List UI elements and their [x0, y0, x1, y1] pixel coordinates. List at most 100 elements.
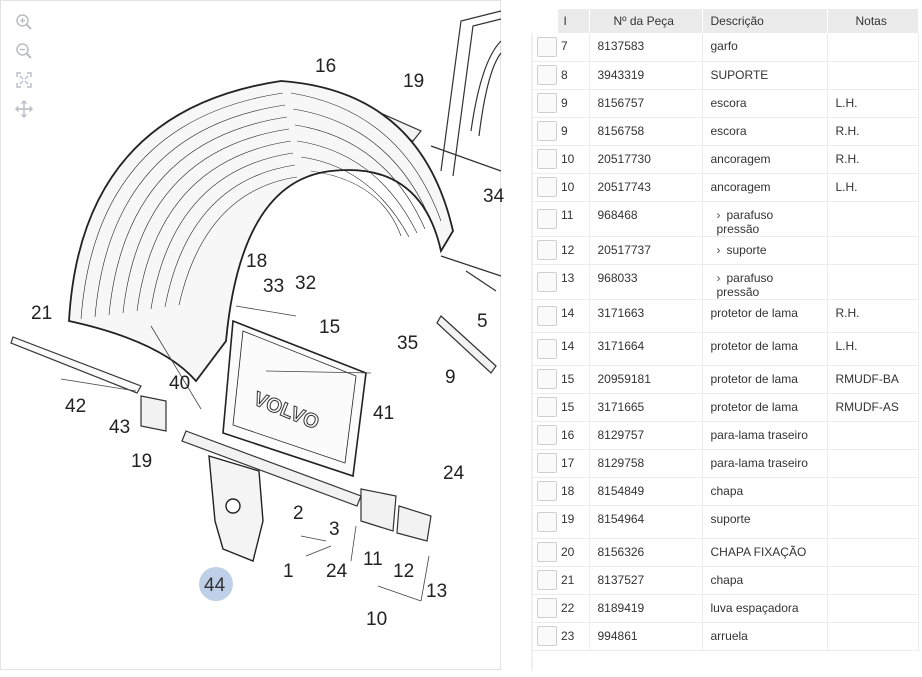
notes-cell: L.H. — [827, 89, 919, 118]
header-notes[interactable]: Notas — [827, 9, 919, 33]
row-checkbox[interactable] — [537, 271, 557, 292]
row-checkbox-cell — [531, 201, 557, 237]
chevron-right-icon[interactable]: › — [716, 242, 721, 257]
chevron-right-icon[interactable]: › — [716, 270, 721, 285]
callout-32[interactable]: 32 — [295, 273, 317, 294]
header-part-number[interactable]: Nº da Peça — [589, 9, 703, 33]
callout-1[interactable]: 1 — [283, 561, 294, 582]
callout-19[interactable]: 19 — [403, 71, 425, 92]
item-number-cell-text: 9 — [561, 95, 568, 110]
callout-34[interactable]: 34 — [483, 186, 505, 207]
highlighted-callout-marker[interactable] — [199, 567, 233, 601]
callout-44[interactable]: 44 — [204, 575, 226, 596]
description-cell-text: SUPORTE — [710, 67, 769, 82]
callout-5[interactable]: 5 — [477, 311, 488, 332]
callout-9[interactable]: 9 — [445, 367, 456, 388]
row-checkbox[interactable] — [537, 626, 557, 646]
header-item[interactable]: I — [557, 9, 590, 33]
row-checkbox[interactable] — [537, 65, 557, 85]
notes-cell: L.H. — [827, 332, 919, 366]
row-checkbox[interactable] — [537, 208, 557, 229]
row-checkbox[interactable] — [537, 598, 557, 618]
fit-screen-icon[interactable] — [9, 67, 39, 93]
row-checkbox[interactable] — [537, 425, 557, 445]
header-description[interactable]: Descrição — [702, 9, 828, 33]
parts-diagram-panel[interactable]: VOLVO 44 16 19 34 18 — [0, 0, 505, 670]
part-number-cell: 8137527 — [589, 566, 703, 595]
row-checkbox[interactable] — [537, 511, 557, 532]
notes-cell-text: RMUDF-AS — [835, 399, 899, 414]
pan-icon[interactable] — [9, 96, 39, 122]
part-number-cell-text: 8137527 — [597, 572, 645, 587]
callout-13[interactable]: 13 — [426, 581, 448, 602]
row-checkbox[interactable] — [537, 369, 557, 389]
item-number-cell: 16 — [557, 421, 590, 450]
callout-16[interactable]: 16 — [315, 56, 337, 77]
row-checkbox[interactable] — [537, 93, 557, 113]
row-checkbox-cell — [531, 236, 557, 265]
description-cell-text: para-lama traseiro — [710, 427, 808, 442]
row-checkbox[interactable] — [537, 177, 557, 197]
chevron-right-icon[interactable]: › — [716, 207, 721, 222]
item-number-cell: 22 — [557, 594, 590, 623]
notes-cell — [827, 477, 919, 506]
callout-33[interactable]: 33 — [263, 276, 285, 297]
row-checkbox[interactable] — [537, 397, 557, 417]
row-checkbox[interactable] — [537, 121, 557, 141]
row-checkbox[interactable] — [537, 149, 557, 169]
description-cell: ancoragem — [702, 173, 828, 202]
callout-12[interactable]: 12 — [393, 561, 415, 582]
callout-19b[interactable]: 19 — [131, 451, 153, 472]
callout-40[interactable]: 40 — [169, 373, 191, 394]
callout-11[interactable]: 11 — [363, 549, 383, 570]
row-checkbox[interactable] — [537, 453, 557, 473]
callout-3[interactable]: 3 — [329, 519, 340, 540]
callout-41[interactable]: 41 — [373, 403, 395, 424]
row-checkbox[interactable] — [537, 542, 557, 562]
row-checkbox[interactable] — [537, 570, 557, 590]
row-checkbox[interactable] — [537, 240, 557, 260]
part-number-cell-text: 8156757 — [597, 95, 645, 110]
callout-35[interactable]: 35 — [397, 333, 419, 354]
notes-cell — [827, 236, 919, 265]
row-checkbox[interactable] — [537, 305, 557, 326]
description-cell-text: parafuso pressão — [716, 270, 774, 299]
row-checkbox[interactable] — [537, 36, 557, 57]
zoom-out-icon[interactable] — [9, 38, 39, 64]
callout-42[interactable]: 42 — [65, 396, 87, 417]
callout-2[interactable]: 2 — [293, 503, 304, 524]
zoom-in-icon[interactable] — [9, 9, 39, 35]
callout-10[interactable]: 10 — [366, 609, 388, 630]
callout-43[interactable]: 43 — [109, 417, 131, 438]
callout-18[interactable]: 18 — [246, 251, 268, 272]
callout-24[interactable]: 24 — [443, 463, 465, 484]
callout-24b[interactable]: 24 — [326, 561, 348, 582]
callout-15[interactable]: 15 — [319, 317, 341, 338]
description-cell-text: arruela — [710, 628, 748, 643]
row-checkbox[interactable] — [537, 338, 557, 359]
callout-21[interactable]: 21 — [31, 303, 53, 324]
row-checkbox[interactable] — [537, 481, 557, 501]
